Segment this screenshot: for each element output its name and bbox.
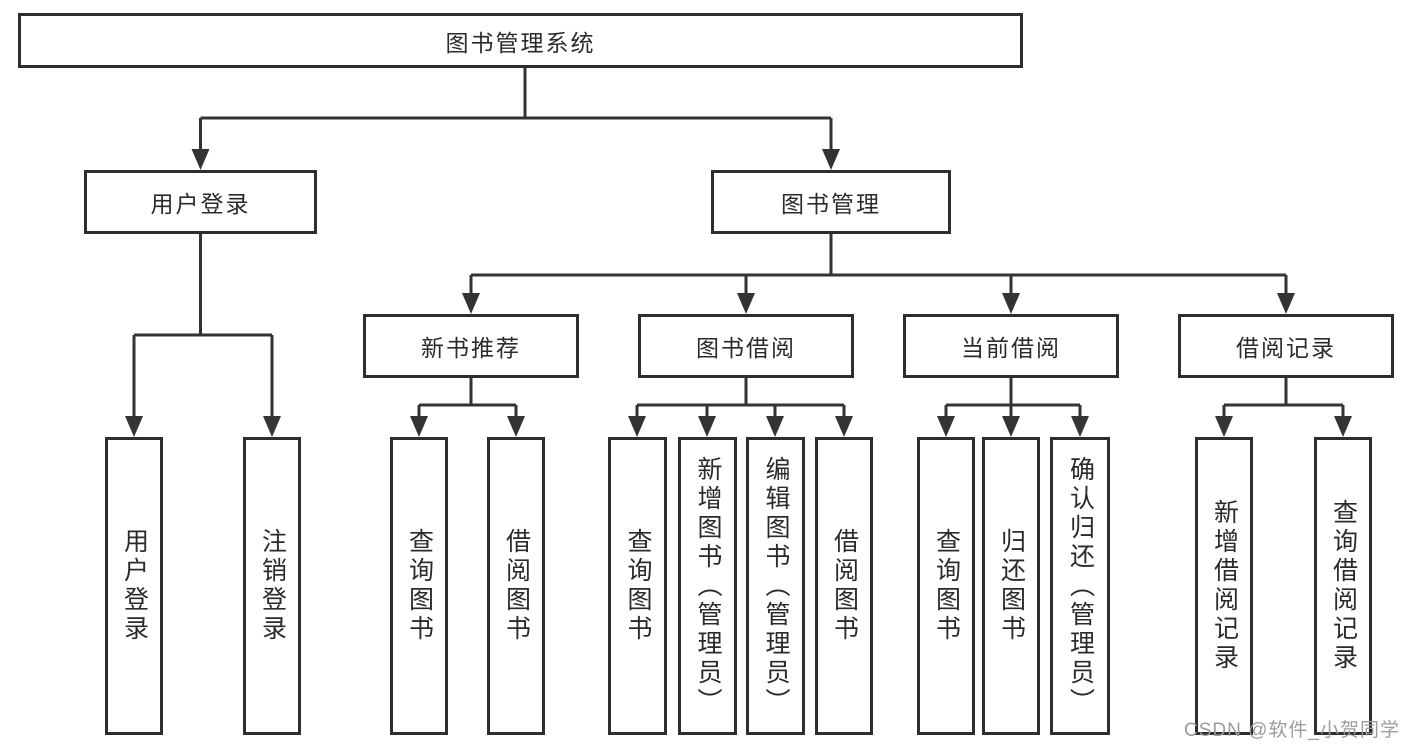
node-leaf-query-borrow-record: 查询借阅记录 [1314, 437, 1372, 735]
node-leaf-query-books: 查询图书 [608, 437, 667, 735]
node-label: 查询图书 [405, 528, 434, 644]
node-leaf-return-books: 归还图书 [982, 437, 1040, 735]
arrowhead-icon [507, 416, 525, 437]
node-label: 注销登录 [258, 528, 287, 644]
arrowhead-icon [822, 149, 840, 170]
connector-bookmgmt-to-level3 [469, 234, 1288, 306]
node-borrowing-records: 借阅记录 [1178, 314, 1394, 378]
node-leaf-query-books: 查询图书 [917, 437, 975, 735]
node-label: 新增借阅记录 [1210, 499, 1239, 673]
node-leaf-query-books: 查询图书 [390, 437, 448, 735]
arrowhead-icon [410, 416, 428, 437]
node-label: 查询图书 [932, 528, 961, 644]
node-label: 借阅图书 [830, 528, 859, 644]
node-leaf-add-borrow-record: 新增借阅记录 [1195, 437, 1253, 735]
arrowhead-icon [263, 416, 281, 437]
arrowhead-icon [698, 416, 716, 437]
node-label: 新书推荐 [421, 335, 521, 361]
csdn-watermark: CSDN @软件_小贺同学 [1184, 720, 1400, 741]
node-leaf-user-login: 用户登录 [105, 437, 163, 735]
node-leaf-edit-books-admin: 编辑图书（管理员） [746, 437, 805, 735]
node-label: 确认归还（管理员） [1066, 455, 1095, 717]
node-label: 用户登录 [150, 191, 251, 217]
arrowhead-icon [1002, 416, 1020, 437]
arrowhead-icon [628, 416, 646, 437]
node-label: 借阅图书 [502, 528, 531, 644]
arrowhead-icon [1277, 293, 1295, 314]
node-label: 编辑图书（管理员） [762, 455, 790, 717]
arrowhead-icon [462, 293, 480, 314]
connector-borrowing-to-leaves [635, 378, 846, 429]
node-book-borrowing: 图书借阅 [638, 314, 854, 378]
node-label: 借阅记录 [1236, 335, 1336, 361]
connector-userlogin-to-leaves [132, 234, 274, 429]
node-label: 图书借阅 [696, 335, 796, 361]
node-current-borrowing: 当前借阅 [903, 314, 1119, 378]
node-label: 归还图书 [997, 528, 1026, 644]
arrowhead-icon [766, 416, 784, 437]
connector-newbook-to-leaves [417, 378, 518, 429]
node-leaf-borrow-books: 借阅图书 [815, 437, 873, 735]
arrowhead-icon [937, 416, 955, 437]
arrowhead-icon [1215, 416, 1233, 437]
node-label: 查询借阅记录 [1329, 499, 1358, 673]
arrowhead-icon [835, 416, 853, 437]
node-label: 当前借阅 [961, 335, 1061, 361]
node-label: 查询图书 [624, 528, 652, 644]
node-leaf-confirm-return-admin: 确认归还（管理员） [1050, 437, 1110, 735]
connector-root-to-level2 [199, 68, 833, 162]
arrowhead-icon [1071, 416, 1089, 437]
node-book-management-system: 图书管理系统 [18, 13, 1023, 68]
arrowhead-icon [1002, 293, 1020, 314]
node-leaf-logout: 注销登录 [243, 437, 301, 735]
node-label: 新增图书（管理员） [694, 455, 722, 717]
node-leaf-borrow-books: 借阅图书 [487, 437, 545, 735]
node-label: 图书管理 [781, 191, 881, 217]
arrowhead-icon [125, 416, 143, 437]
node-leaf-add-books-admin: 新增图书（管理员） [678, 437, 737, 735]
arrowhead-icon [191, 149, 210, 170]
arrowheads [125, 149, 1352, 437]
arrowhead-icon [1334, 416, 1352, 437]
node-book-management: 图书管理 [711, 170, 951, 234]
connector-records-to-leaves [1222, 378, 1345, 429]
node-user-login: 用户登录 [84, 170, 317, 234]
node-label: 用户登录 [120, 528, 149, 644]
node-new-book-recommend: 新书推荐 [363, 314, 579, 378]
arrowhead-icon [737, 293, 755, 314]
node-label: 图书管理系统 [445, 29, 596, 56]
